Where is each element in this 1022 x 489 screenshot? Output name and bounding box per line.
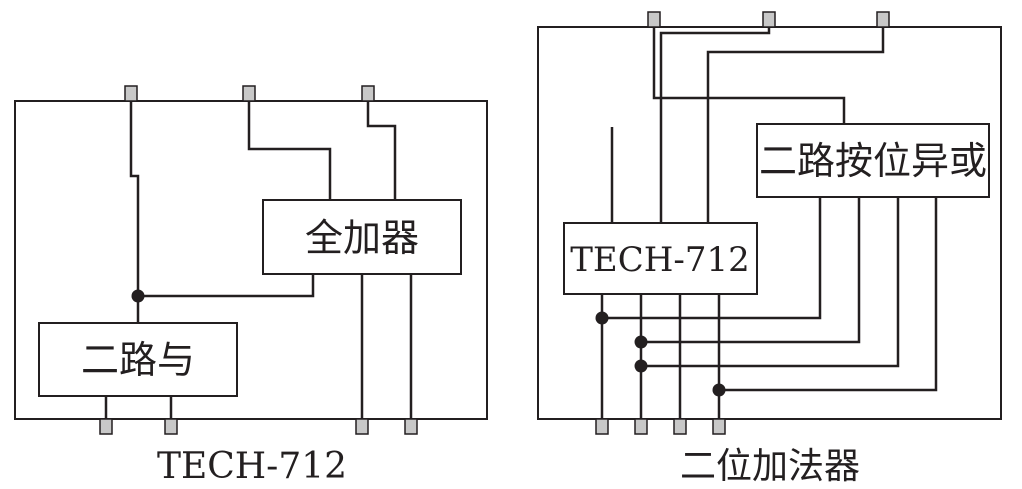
two-way-and-label: 二路与 — [81, 338, 195, 382]
right-pin-bottom-2 — [634, 418, 648, 435]
left-wire-pin1 — [129, 101, 140, 296]
left-pin-bottom-4 — [404, 418, 418, 435]
full-adder-block — [262, 199, 462, 275]
right-junction-dot-4 — [712, 383, 726, 397]
left-pin-bottom-1 — [99, 418, 113, 435]
left-wire-adder-carry — [138, 274, 315, 298]
right-wire-pin2 — [659, 27, 771, 223]
right-pin-top-2 — [762, 11, 776, 28]
left-circuit-caption: TECH-712 — [157, 446, 347, 487]
tech712-block-label: TECH-712 — [570, 240, 750, 280]
left-wire-pin2 — [247, 101, 332, 200]
right-wire-xor-out1 — [602, 197, 822, 320]
two-way-xor-label: 二路按位异或 — [759, 139, 987, 183]
right-pin-bottom-4 — [712, 418, 726, 435]
right-circuit-caption: 二位加法器 — [680, 446, 860, 487]
right-junction-dot-3 — [634, 359, 648, 373]
right-pin-bottom-3 — [673, 418, 687, 435]
right-pin-top-3 — [876, 11, 890, 28]
right-wire-xor-out4 — [719, 197, 938, 392]
left-wire-pin3 — [366, 101, 397, 200]
right-wire-xor-out2 — [641, 197, 861, 344]
left-pin-bottom-2 — [164, 418, 178, 435]
two-way-and-block — [38, 322, 238, 397]
left-junction-dot — [131, 289, 145, 303]
right-junction-dot-1 — [595, 311, 609, 325]
two-way-xor-block — [756, 123, 990, 198]
left-pin-top-2 — [242, 85, 256, 102]
right-pin-bottom-1 — [595, 418, 609, 435]
right-circuit: 二路按位异或 TECH-712 二位加法器 — [537, 11, 1002, 487]
right-wire-xor-out3 — [641, 197, 900, 368]
right-pin-top-1 — [647, 11, 661, 28]
tech712-block — [563, 222, 758, 295]
left-circuit: 全加器 二路与 TECH-712 — [14, 85, 488, 487]
left-pin-bottom-3 — [355, 418, 369, 435]
right-junction-dot-2 — [634, 335, 648, 349]
left-pin-top-1 — [124, 85, 138, 102]
left-pin-top-3 — [361, 85, 375, 102]
right-wire-pin3 — [706, 27, 885, 223]
full-adder-label: 全加器 — [305, 216, 419, 260]
right-wire-pin1 — [652, 27, 846, 124]
